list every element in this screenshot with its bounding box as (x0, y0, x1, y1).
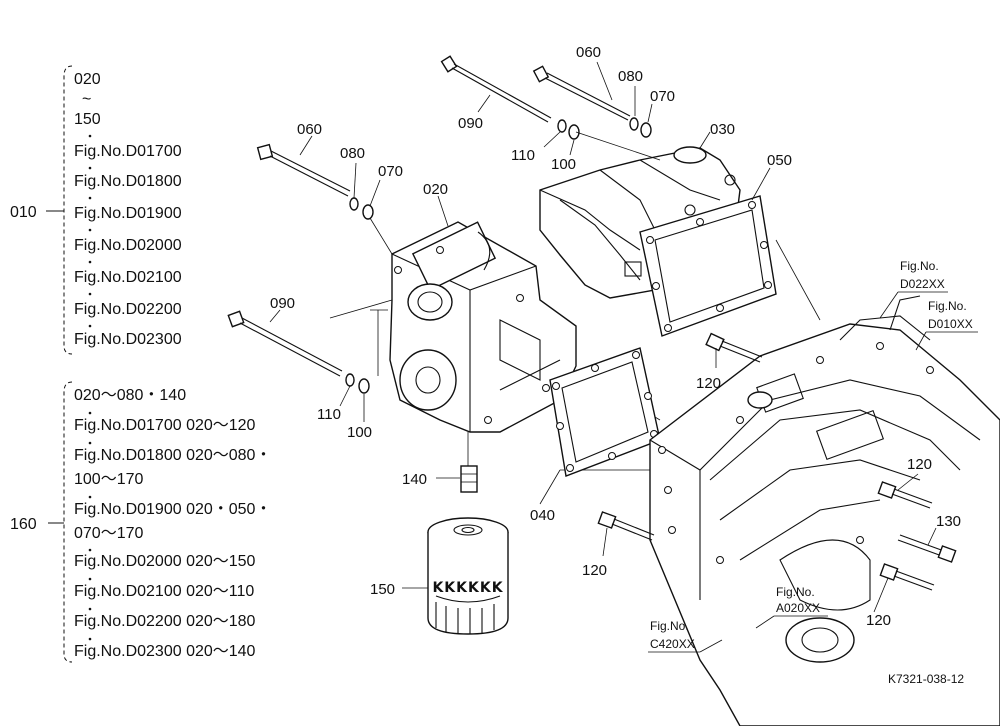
legend-160-line: Fig.No.D01700 020～120 (74, 417, 256, 434)
callout-090-left: 090 (270, 295, 295, 312)
fig-ref-number: D022XX (900, 277, 945, 291)
legend-160-line: Fig.No.D01900 020・050・ (74, 501, 271, 518)
legend-010-line: Fig.No.D01900 (74, 205, 182, 222)
drawing-code: K7321-038-12 (888, 672, 964, 686)
callout-120-c: 120 (907, 456, 932, 473)
legend-010: 010 020 ~ 150 Fig.No.D01700 Fig.No.D0180… (10, 65, 182, 355)
legend-160-line: Fig.No.D02100 020～110 (74, 583, 254, 600)
nipple-140 (460, 465, 478, 493)
legend-010-line: Fig.No.D01700 (74, 143, 182, 160)
legend-010-line: 020 (74, 71, 101, 88)
legend-160-line: Fig.No.D02000 020～150 (74, 553, 256, 570)
legend-160-group: 160 (10, 516, 37, 533)
bolt-120-c (877, 481, 933, 509)
bolt-120-b (597, 511, 655, 541)
bolt-130 (897, 534, 957, 563)
legend-160-line: Fig.No.D02300 020～140 (74, 643, 256, 660)
fig-ref-d022xx: Fig.No. D022XX (879, 259, 948, 319)
fig-ref-label: Fig.No. (900, 259, 939, 273)
callout-100-upper: 100 (551, 156, 576, 173)
legend-010-line: Fig.No.D02000 (74, 237, 182, 254)
callout-080-upper: 080 (618, 68, 643, 85)
callout-120-d: 120 (866, 612, 891, 629)
callout-040: 040 (530, 507, 555, 524)
callouts: 060 080 070 090 110 100 030 050 060 080 … (269, 44, 961, 629)
callout-030: 030 (710, 121, 735, 138)
legend-010-line: Fig.No.D01800 (74, 173, 182, 190)
callout-090-upper: 090 (458, 115, 483, 132)
legend-160-line: 020～080・140 (74, 387, 186, 404)
fig-ref-label: Fig.No. (650, 619, 689, 633)
legend-010-line: ~ (82, 91, 91, 108)
callout-100-left: 100 (347, 424, 372, 441)
fig-ref-c420xx: Fig.No. C420XX (648, 619, 723, 653)
washers (345, 117, 652, 394)
callout-080-left: 080 (340, 145, 365, 162)
oil-filter-150: KKKKKK (427, 517, 509, 635)
callout-130: 130 (936, 513, 961, 530)
bolt-060-upper (532, 65, 631, 121)
legend-010-line: Fig.No.D02300 (74, 331, 182, 348)
callout-150: 150 (370, 581, 395, 598)
callout-140: 140 (402, 471, 427, 488)
bolt-060-left (256, 143, 351, 197)
gasket-050 (639, 195, 777, 337)
callout-120-a: 120 (696, 375, 721, 392)
bolt-090-left (227, 310, 343, 377)
legend-160: 160 020～080・140 Fig.No.D01700 020～120 Fi… (10, 381, 271, 663)
transmission-case (649, 295, 1000, 726)
legend-010-line: Fig.No.D02200 (74, 301, 182, 318)
bolt-120-a (705, 332, 763, 363)
callout-070-upper: 070 (650, 88, 675, 105)
gasket-040 (549, 347, 661, 477)
fig-ref-a020xx: Fig.No. A020XX (755, 585, 828, 629)
legend-010-line: Fig.No.D02100 (74, 269, 182, 286)
filter-brand: KKKKKK (432, 580, 503, 596)
fig-ref-d010xx: Fig.No. D010XX (915, 299, 978, 351)
housing-020 (389, 221, 577, 433)
fig-ref-number: D010XX (928, 317, 973, 331)
callout-120-b: 120 (582, 562, 607, 579)
legend-160-line: 100～170 (74, 471, 143, 488)
callout-050: 050 (767, 152, 792, 169)
callout-110-left: 110 (317, 406, 341, 423)
legend-160-line: 070～170 (74, 525, 143, 542)
legend-010-group: 010 (10, 204, 37, 221)
fig-ref-number: A020XX (776, 601, 820, 615)
callout-020: 020 (423, 181, 448, 198)
callout-060-upper: 060 (576, 44, 601, 61)
legend-160-line: Fig.No.D02200 020～180 (74, 613, 256, 630)
fig-ref-number: C420XX (650, 637, 695, 651)
fig-ref-label: Fig.No. (776, 585, 815, 599)
callout-070-left: 070 (378, 163, 403, 180)
fig-ref-label: Fig.No. (928, 299, 967, 313)
legend-160-line: Fig.No.D01800 020～080・ (74, 447, 271, 464)
callout-110-upper: 110 (511, 147, 535, 164)
legend-010-line: 150 (74, 111, 101, 128)
bolt-090-upper (440, 55, 552, 123)
bolt-120-d (879, 563, 935, 591)
callout-060-left: 060 (297, 121, 322, 138)
